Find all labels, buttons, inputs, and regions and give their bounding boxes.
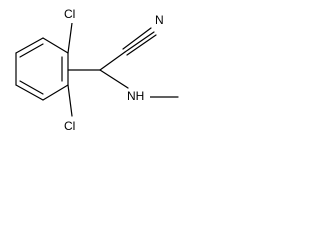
amine-background — [126, 89, 150, 105]
ring-bond-1 — [42, 37, 69, 54]
triple-bond-1 — [124, 31, 155, 53]
amine-label: NH — [127, 89, 144, 103]
aromatic-double-bottom-left — [19, 80, 44, 95]
cl-top-background — [63, 7, 85, 23]
chemical-structure-diagram: Cl N NH Cl — [15, 7, 179, 135]
triple-bond-2 — [122, 27, 152, 50]
nitrile-n-background — [154, 13, 169, 29]
bond-cl-bottom — [67, 84, 73, 117]
cl-bottom-background — [63, 119, 85, 135]
atom-labels: Cl N NH Cl — [63, 7, 169, 135]
bond-ch-to-nitrile-c — [99, 51, 126, 71]
bonds — [15, 22, 179, 117]
cl-bottom-label: Cl — [64, 119, 75, 133]
ring-bond-6 — [15, 37, 44, 54]
aromatic-double-top-left — [19, 43, 44, 58]
bond-cl-top — [67, 22, 73, 54]
triple-bond-3 — [126, 34, 157, 56]
bond-ch-to-nh — [99, 69, 129, 89]
nitrile-n-label: N — [155, 13, 164, 27]
cl-top-label: Cl — [64, 7, 75, 21]
ring-bond-3 — [42, 84, 69, 101]
ring-bond-4 — [15, 84, 44, 101]
